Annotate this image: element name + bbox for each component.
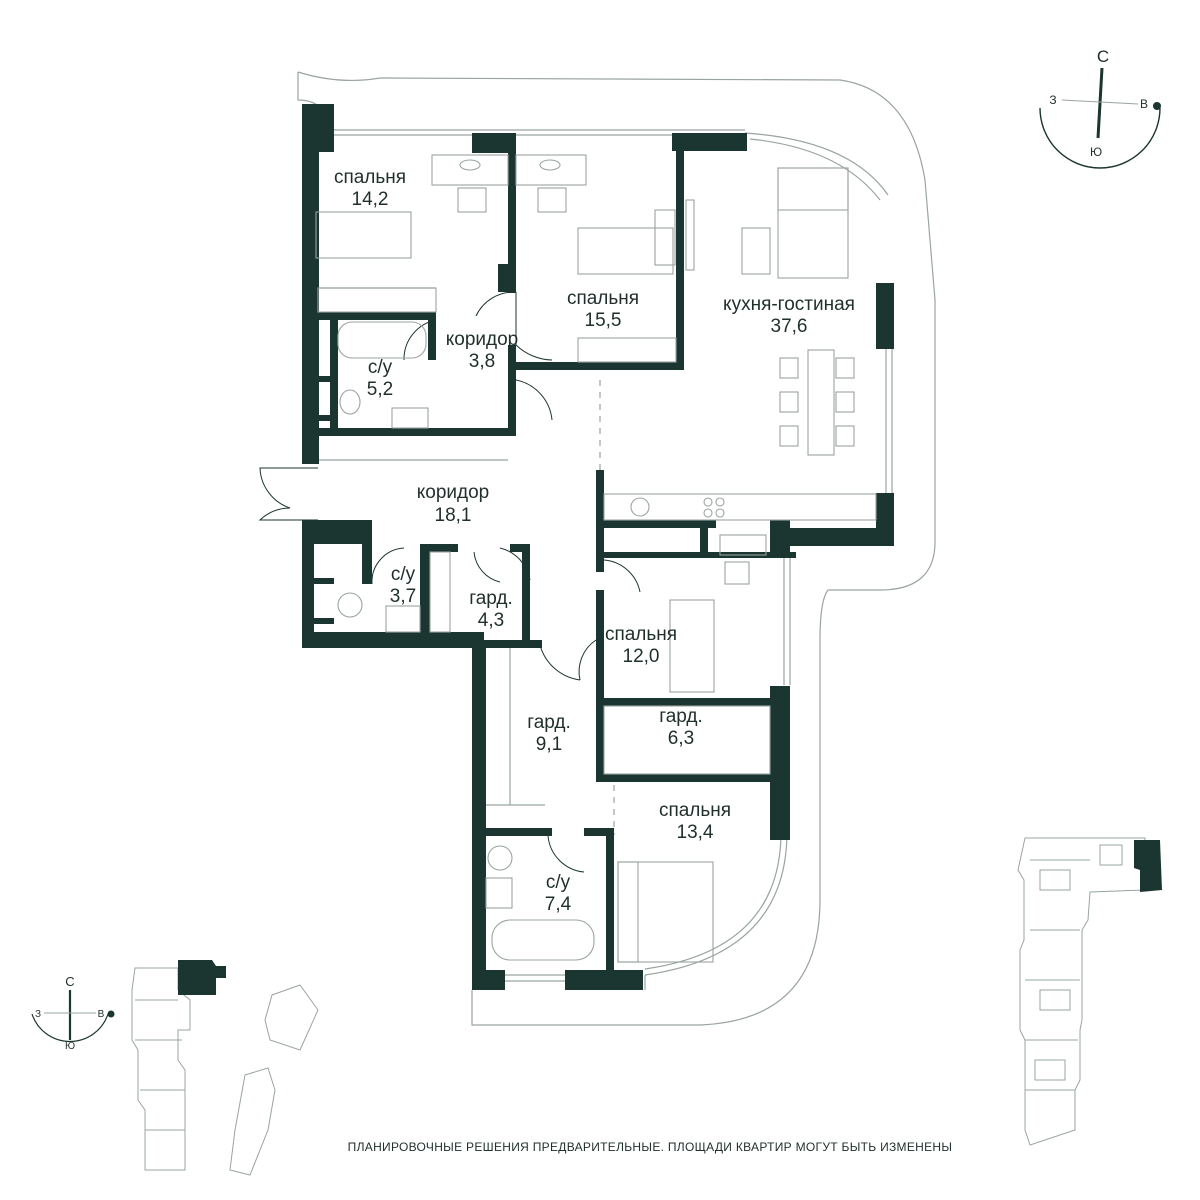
room-area-bedroom-4: 13,4 xyxy=(677,822,714,843)
compass-small-west: З xyxy=(35,1009,41,1020)
compass-small-south: Ю xyxy=(65,1041,75,1052)
compass-large-arc xyxy=(1039,107,1161,169)
compass-large: С З В Ю xyxy=(1039,47,1161,169)
room-name-wardrobe-1: гард. xyxy=(469,588,513,609)
room-name-bathroom-1: с/у xyxy=(368,357,393,378)
compass-large-north: С xyxy=(1097,47,1109,66)
room-area-corridor-main: 18,1 xyxy=(435,505,472,526)
room-area-bathroom-2: 3,7 xyxy=(390,586,416,607)
compass-large-needle xyxy=(1096,67,1104,139)
door-swings xyxy=(258,291,641,873)
room-area-wardrobe-2: 9,1 xyxy=(536,734,562,755)
room-name-bedroom-3: спальня xyxy=(605,624,677,645)
compass-small-east: В xyxy=(98,1009,105,1020)
room-area-wardrobe-1: 4,3 xyxy=(478,610,504,631)
key-plan-highlight xyxy=(1134,840,1162,892)
room-name-bathroom-2: с/у xyxy=(391,564,416,585)
room-name-corridor-main: коридор xyxy=(417,482,490,503)
compass-small-east-dot xyxy=(107,1010,115,1018)
furniture xyxy=(315,154,877,963)
room-name-bedroom-1: спальня xyxy=(334,167,406,188)
compass-small: С З В Ю xyxy=(31,974,115,1052)
room-name-kitchen-living: кухня-гостиная xyxy=(723,294,855,315)
room-name-wardrobe-2: гард. xyxy=(527,712,571,733)
site-plan-highlight xyxy=(178,960,226,995)
room-area-bedroom-2: 15,5 xyxy=(585,310,622,331)
terrace-outline xyxy=(297,71,936,1026)
room-area-bedroom-3: 12,0 xyxy=(623,646,660,667)
compass-large-east-dot xyxy=(1153,102,1161,110)
room-name-bathroom-3: с/у xyxy=(546,872,571,893)
compass-large-south: Ю xyxy=(1090,145,1102,159)
room-area-corridor-small: 3,8 xyxy=(469,351,495,372)
room-area-wardrobe-3: 6,3 xyxy=(668,728,694,749)
compass-small-north: С xyxy=(65,974,74,989)
room-area-kitchen-living: 37,6 xyxy=(771,316,808,337)
room-name-bedroom-2: спальня xyxy=(567,288,639,309)
compass-small-arc xyxy=(31,1013,109,1043)
room-area-bedroom-1: 14,2 xyxy=(352,189,389,210)
room-area-bathroom-3: 7,4 xyxy=(545,894,572,915)
room-name-bedroom-4: спальня xyxy=(659,800,731,821)
room-name-corridor-small: коридор xyxy=(446,329,519,350)
room-name-wardrobe-3: гард. xyxy=(659,706,703,727)
key-plan xyxy=(1017,837,1146,1146)
disclaimer-note: ПЛАНИРОВОЧНЫЕ РЕШЕНИЯ ПРЕДВАРИТЕЛЬНЫЕ. П… xyxy=(347,1140,953,1154)
compass-large-west: З xyxy=(1049,93,1056,107)
room-area-bathroom-1: 5,2 xyxy=(367,379,393,400)
walls xyxy=(302,104,894,990)
room-labels: спальня 14,2 спальня 15,5 кухня-гостиная… xyxy=(334,167,855,915)
compass-large-axis xyxy=(1061,99,1139,105)
compass-large-east: В xyxy=(1140,97,1148,111)
